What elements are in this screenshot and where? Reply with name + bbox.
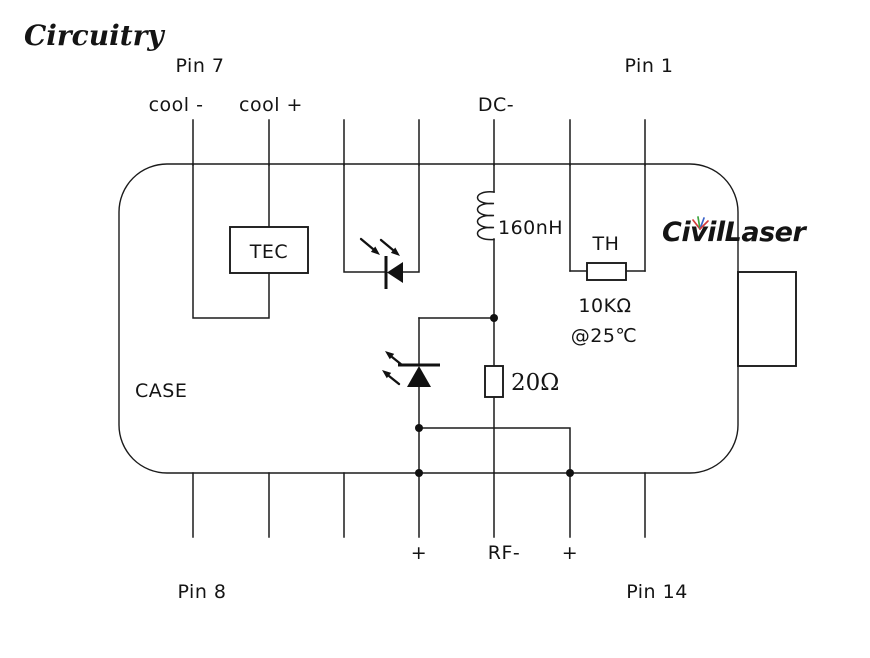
pin-labels: Pin 7 Pin 1 Pin 8 Pin 14 cool - cool + D… [135, 55, 688, 603]
logo-light-rays-icon [692, 216, 709, 230]
thermistor-value-label: 10KΩ [578, 295, 631, 317]
junction-dots [415, 314, 574, 477]
inductor-component: 160nH [476, 191, 563, 241]
label-pin1: Pin 1 [625, 55, 674, 77]
series-resistor: 20Ω [484, 365, 559, 398]
thermistor-condition-label: @25℃ [571, 325, 638, 347]
thermistor-label: TH [592, 233, 620, 255]
fiber-port [737, 271, 797, 367]
label-case: CASE [135, 380, 187, 402]
photodiode-triangle-icon [387, 262, 403, 283]
thermistor-component: TH 10KΩ @25℃ [571, 233, 638, 347]
bottom-pin-leads [192, 472, 646, 538]
laser-diode-triangle-icon [407, 366, 431, 387]
label-dc-minus: DC- [478, 94, 514, 116]
emitted-light-arrows-icon [382, 351, 404, 386]
inductor-value-label: 160nH [498, 217, 563, 239]
tec-label: TEC [249, 241, 288, 263]
label-cool-minus: cool - [149, 94, 204, 116]
tec-component: TEC [229, 226, 309, 274]
label-rf-minus: RF- [488, 542, 521, 564]
label-pin7: Pin 7 [176, 55, 225, 77]
label-plus-left: + [411, 542, 427, 564]
top-pin-leads [192, 119, 646, 166]
page-title: Circuitry [24, 19, 165, 52]
label-cool-plus: cool + [239, 94, 303, 116]
monitor-photodiode [359, 237, 403, 289]
label-pin8: Pin 8 [178, 581, 227, 603]
label-pin14: Pin 14 [626, 581, 688, 603]
label-plus-right: + [562, 542, 578, 564]
incident-light-arrows-icon [359, 237, 400, 256]
civillaser-logo: CivilLaser [662, 216, 808, 248]
laser-diode [382, 351, 440, 387]
inductor-coil-icon [476, 191, 495, 241]
resistor-value-label: 20Ω [511, 370, 559, 396]
logo-text: CivilLaser [662, 217, 807, 248]
